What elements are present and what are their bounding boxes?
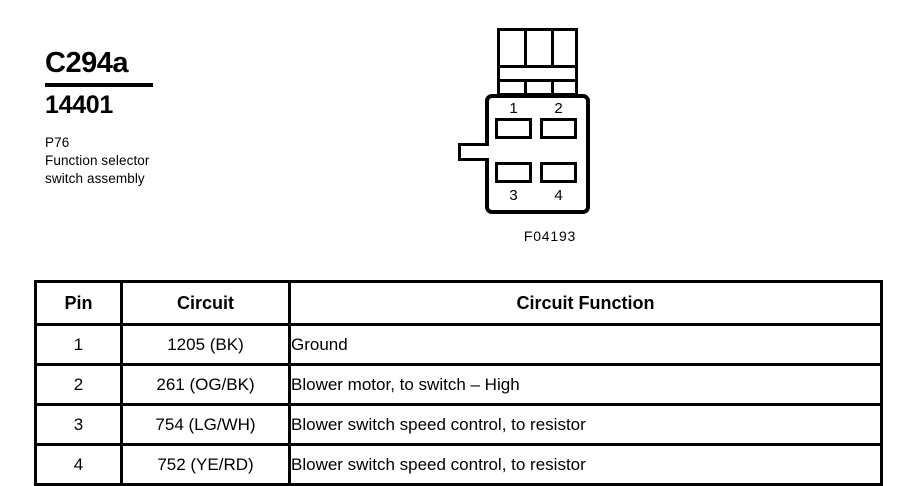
- connector-cavity-3: [495, 162, 532, 183]
- connector-latch-upper: [497, 28, 578, 68]
- pin-table-container: Pin Circuit Circuit Function 1 1205 (BK)…: [34, 280, 883, 486]
- cavity-label-2: 2: [554, 100, 563, 117]
- component-code: P76: [45, 135, 70, 150]
- cell-circuit-function: Blower switch speed control, to resistor: [288, 403, 883, 446]
- connector-heading-block: C294a 14401 P76 Function selector switch…: [45, 46, 285, 188]
- connector-cavity-1: [495, 118, 532, 139]
- table-row: 4 752 (YE/RD) Blower switch speed contro…: [34, 443, 883, 486]
- latch-lower-divider-1: [524, 82, 527, 93]
- cell-pin: 1: [34, 323, 123, 366]
- latch-divider-1: [524, 31, 527, 65]
- table-row: 3 754 (LG/WH) Blower switch speed contro…: [34, 403, 883, 446]
- cell-circuit: 752 (YE/RD): [120, 443, 291, 486]
- column-header-pin: Pin: [34, 280, 123, 326]
- column-header-circuit: Circuit: [120, 280, 291, 326]
- table-header-row: Pin Circuit Circuit Function: [34, 280, 883, 326]
- cell-circuit: 1205 (BK): [120, 323, 291, 366]
- cell-circuit: 754 (LG/WH): [120, 403, 291, 446]
- connector-cavity-2: [540, 118, 577, 139]
- connector-diagram: 1 2 3 4 F04193: [450, 28, 650, 258]
- connector-side-keying-tab: [458, 143, 489, 161]
- table-row: 2 261 (OG/BK) Blower motor, to switch – …: [34, 363, 883, 406]
- cell-pin: 3: [34, 403, 123, 446]
- figure-code-label: F04193: [523, 228, 577, 244]
- latch-lower-divider-2: [551, 82, 554, 93]
- connector-body-outline: [485, 94, 590, 214]
- cell-circuit-function: Blower switch speed control, to resistor: [288, 443, 883, 486]
- connector-cavity-4: [540, 162, 577, 183]
- cell-circuit: 261 (OG/BK): [120, 363, 291, 406]
- latch-divider-2: [551, 31, 554, 65]
- cell-pin: 4: [34, 443, 123, 486]
- pin-assignment-table: Pin Circuit Circuit Function 1 1205 (BK)…: [34, 280, 883, 486]
- cavity-label-4: 4: [554, 187, 563, 204]
- cavity-label-3: 3: [509, 187, 518, 204]
- description-line-2: switch assembly: [45, 171, 145, 186]
- cavity-label-1: 1: [509, 100, 518, 117]
- connector-id-label: C294a: [45, 47, 128, 79]
- table-row: 1 1205 (BK) Ground: [34, 323, 883, 366]
- description-line-1: Function selector: [45, 153, 150, 168]
- connector-part-number: 14401: [45, 91, 114, 119]
- connector-latch-middle-bar: [497, 68, 578, 82]
- cell-circuit-function: Blower motor, to switch – High: [288, 363, 883, 406]
- cell-circuit-function: Ground: [288, 323, 883, 366]
- connector-id-underline: [45, 83, 153, 87]
- column-header-circuit-function: Circuit Function: [288, 280, 883, 326]
- cell-pin: 2: [34, 363, 123, 406]
- connector-description-block: P76 Function selector switch assembly: [45, 134, 285, 188]
